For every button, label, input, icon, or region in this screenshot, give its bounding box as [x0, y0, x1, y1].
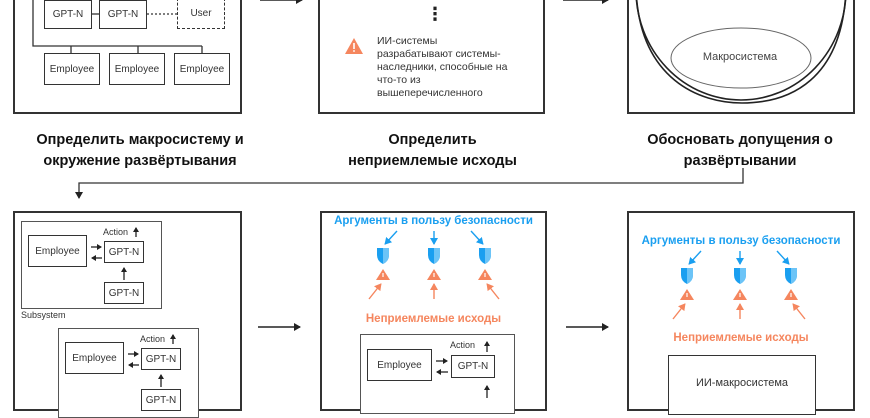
employee-box: Employee — [65, 342, 124, 374]
step-label-line: Определить макросистему и — [36, 132, 244, 148]
user-label: User — [190, 8, 212, 19]
warning-line: наследники, способные на — [377, 61, 508, 73]
action-label: Action — [103, 227, 129, 237]
gpt-label: GPT-N — [457, 361, 489, 372]
employee-label: Employee — [179, 63, 225, 75]
warning-triangle-icon — [345, 38, 363, 54]
safety-arguments-label: Аргументы в пользу безопасности — [641, 235, 841, 247]
employee-box: Employee — [28, 235, 87, 267]
warning-text: ИИ-системы разрабатывают системы- наслед… — [377, 35, 542, 100]
employee-box-2: Employee — [109, 53, 165, 85]
gpt-box: GPT-N — [451, 355, 495, 378]
employee-label: Employee — [377, 359, 422, 371]
employee-label: Employee — [35, 245, 80, 257]
unacceptable-outcomes-label: Неприемлемые исходы — [365, 313, 502, 325]
step-label-justify-assumptions: Обосновать допущения о развёртывании — [610, 130, 870, 172]
action-label: Action — [450, 340, 476, 350]
step-label-line: неприемлемые исходы — [348, 153, 517, 169]
unacceptable-outcomes-label: Неприемлемые исходы — [673, 332, 809, 344]
warning-line: ИИ-системы — [377, 35, 438, 47]
step-label-define-unacceptable: Определить неприемлемые исходы — [305, 130, 560, 172]
step-label-line: Обосновать допущения о — [647, 132, 833, 148]
gpt-label: GPT-N — [108, 246, 140, 258]
step-label-line: Определить — [388, 132, 477, 148]
safety-arguments-label: Аргументы в пользу безопасности — [334, 215, 533, 227]
employee-box-1: Employee — [44, 53, 100, 85]
gpt-label: GPT-N — [145, 394, 177, 406]
connector-arrow — [75, 168, 744, 199]
user-box: User — [177, 0, 225, 29]
gpt-box: GPT-N — [104, 241, 144, 263]
ai-macrosystem-label: ИИ-макросистема — [695, 377, 789, 389]
gpt-label: GPT-N — [52, 9, 84, 20]
gpt-box: GPT-N — [104, 282, 144, 304]
subsystem-label: Subsystem — [21, 310, 66, 320]
gpt-box-2: GPT-N — [99, 0, 147, 29]
employee-label: Employee — [114, 63, 160, 75]
gpt-label: GPT-N — [107, 9, 139, 20]
employee-label: Employee — [49, 63, 95, 75]
gpt-label: GPT-N — [145, 353, 177, 365]
gpt-box: GPT-N — [141, 348, 181, 370]
warning-line: вышеперечисленного — [377, 87, 483, 99]
warning-line: что-то из — [377, 74, 421, 86]
step-label-line: окружение развёртывания — [43, 153, 237, 169]
panel-unacceptable-outcomes — [318, 0, 545, 114]
gpt-label: GPT-N — [108, 287, 140, 299]
gpt-box-1: GPT-N — [44, 0, 92, 29]
warning-line: разрабатывают системы- — [377, 48, 501, 60]
gpt-box: GPT-N — [141, 389, 181, 411]
action-label: Action — [140, 334, 166, 344]
employee-box: Employee — [367, 349, 432, 381]
ellipsis-icon: ⋮ — [426, 4, 444, 24]
employee-label: Employee — [72, 352, 117, 364]
macrosystem-ellipse-label: Макросистема — [702, 51, 778, 63]
employee-box-3: Employee — [174, 53, 230, 85]
step-label-define-macrosystem: Определить макросистему и окружение разв… — [0, 130, 280, 172]
step-label-line: развёртывании — [683, 153, 797, 169]
